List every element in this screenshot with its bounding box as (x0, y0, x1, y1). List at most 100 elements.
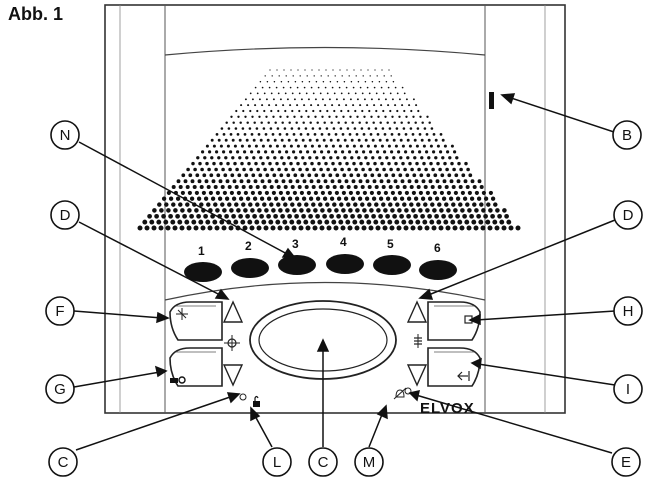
grille-dot (231, 156, 235, 160)
button-4[interactable] (326, 254, 364, 274)
grille-dot (313, 133, 317, 136)
grille-dot (181, 173, 186, 178)
grille-dot (259, 138, 263, 142)
grille-dot (296, 161, 300, 166)
grille-dot (179, 225, 185, 231)
grille-dot (409, 127, 413, 130)
grille-dot (330, 121, 333, 124)
grille-dot (472, 202, 477, 207)
grille-dot (324, 144, 328, 148)
button-1[interactable] (184, 262, 222, 282)
grille-dot (313, 208, 318, 213)
grille-dot (443, 219, 449, 225)
button-2[interactable] (231, 258, 269, 278)
grille-dot (342, 98, 345, 101)
grille-dot (392, 196, 398, 201)
grille-dot (456, 179, 461, 184)
grille-dot (261, 104, 264, 107)
grille-dot (234, 127, 238, 130)
grille-dot (285, 150, 289, 154)
grille-dot (206, 184, 211, 190)
grille-dot (219, 144, 223, 148)
grille-dot (264, 133, 268, 136)
grille-dot (290, 69, 292, 71)
grille-dot (390, 150, 394, 154)
grille-dot (311, 202, 316, 207)
grille-dot (210, 196, 216, 201)
grille-dot (273, 80, 276, 83)
button-5[interactable] (373, 255, 411, 275)
grille-dot (292, 208, 297, 213)
grille-dot (346, 202, 351, 207)
button-f[interactable] (169, 301, 223, 341)
grille-dot (305, 92, 308, 95)
figure-title: Abb. 1 (8, 4, 64, 24)
grille-dot (350, 213, 355, 219)
button-h[interactable] (427, 301, 481, 341)
grille-dot (222, 150, 226, 154)
grille-dot (208, 190, 213, 195)
grille-dot (261, 161, 265, 166)
grille-dot (256, 92, 259, 95)
grille-dot (388, 127, 392, 130)
grille-dot (159, 208, 164, 213)
grille-dot (331, 161, 335, 166)
grille-dot (165, 225, 171, 231)
grille-dot (421, 179, 426, 184)
grille-dot (364, 196, 370, 201)
button-6[interactable] (419, 260, 457, 280)
grille-dot (237, 173, 242, 178)
grille-dot (483, 196, 489, 201)
grille-dot (388, 184, 393, 190)
callout-e-label: E (621, 454, 631, 471)
grille-dot (391, 115, 394, 118)
button-g[interactable] (169, 347, 223, 387)
grille-dot (281, 179, 286, 184)
grille-dot (312, 167, 316, 172)
grille-dot (368, 92, 371, 95)
grille-dot (331, 219, 337, 225)
grille-dot (204, 179, 209, 184)
button-3[interactable] (278, 255, 316, 275)
grille-dot (147, 213, 152, 219)
grille-dot (392, 156, 396, 160)
grille-dot (191, 161, 195, 166)
grille-dot (212, 219, 218, 225)
grille-dot (488, 190, 493, 195)
grille-dot (444, 184, 449, 190)
grille-dot (307, 98, 310, 101)
grille-dot (324, 104, 327, 107)
grille-dot (250, 133, 254, 136)
grille-dot (329, 80, 332, 83)
grille-dot (411, 208, 416, 213)
grille-dot (445, 167, 449, 172)
grille-dot (282, 144, 286, 148)
grille-dot (252, 213, 257, 219)
grille-dot (400, 179, 405, 184)
grille-dot (375, 167, 379, 172)
grille-dot (405, 98, 408, 101)
grille-dot (256, 109, 259, 113)
grille-dot (437, 202, 442, 207)
grille-dot (193, 167, 197, 172)
grille-dot (291, 167, 295, 172)
grille-dot (345, 219, 351, 225)
grille-dot (277, 109, 280, 113)
grille-dot (214, 167, 218, 172)
grille-dot (310, 144, 314, 148)
grille-dot (267, 121, 270, 124)
grille-dot (333, 109, 336, 113)
grille-dot (327, 150, 331, 154)
grille-dot (337, 179, 342, 184)
grille-dot (387, 161, 391, 166)
grille-dot (403, 225, 409, 231)
grille-dot (333, 167, 337, 172)
grille-dot (238, 156, 242, 160)
grille-dot (186, 225, 192, 231)
grille-dot (205, 161, 209, 166)
grille-dot (291, 225, 297, 231)
grille-dot (411, 150, 415, 154)
grille-dot (336, 138, 340, 142)
grille-dot (258, 115, 261, 118)
button-i[interactable] (427, 347, 481, 387)
